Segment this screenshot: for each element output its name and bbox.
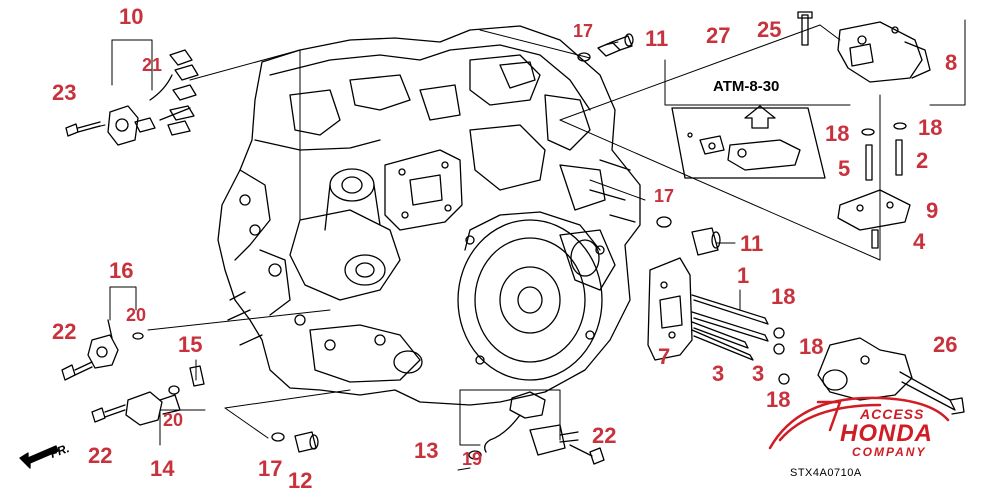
pressure-switch-top [577, 33, 634, 62]
callout-16: 16 [109, 258, 134, 283]
callout-27: 27 [706, 23, 731, 48]
callout-22-b: 22 [88, 443, 113, 468]
solenoid-8 [797, 11, 931, 83]
reference-label: ATM-8-30 [713, 78, 780, 95]
watermark-line-1: ACCESS [860, 406, 925, 422]
callout-12: 12 [288, 468, 313, 493]
callout-11-top: 11 [645, 26, 669, 51]
callout-17-top: 17 [573, 21, 594, 41]
callout-11-mid: 11 [740, 231, 764, 256]
watermark-line-2: HONDA [840, 420, 933, 447]
callout-18-c: 18 [771, 284, 796, 309]
callout-15: 15 [178, 332, 203, 357]
callout-22-a: 22 [52, 319, 77, 344]
solenoid-26 [817, 337, 965, 415]
callout-18-e: 18 [766, 387, 791, 412]
watermark-logo-icon [768, 396, 950, 450]
callout-20-b: 20 [163, 410, 184, 430]
sensor-harness-13 [468, 391, 605, 465]
callout-14: 14 [150, 456, 175, 481]
speed-sensor-16 [61, 319, 144, 381]
callout-2: 2 [916, 148, 929, 173]
cover-plate-7 [647, 257, 769, 361]
callout-4: 4 [913, 229, 926, 254]
callout-18-b: 18 [918, 115, 943, 140]
callout-20-a: 20 [126, 305, 147, 325]
callout-22-c: 22 [592, 423, 617, 448]
callout-3-b: 3 [752, 361, 765, 386]
callout-1: 1 [737, 263, 750, 288]
callout-9: 9 [926, 198, 939, 223]
callout-25: 25 [757, 17, 782, 42]
callout-10: 10 [119, 4, 144, 29]
callout-19: 19 [462, 449, 483, 469]
watermark-line-3: COMPANY [852, 445, 927, 459]
callout-7: 7 [658, 344, 671, 369]
bolt-23 [65, 121, 101, 137]
front-arrow-icon [19, 445, 59, 469]
reference-box [671, 105, 826, 179]
diagram-code: STX4A0710A [790, 467, 862, 479]
callout-21: 21 [142, 55, 163, 75]
callout-18-a: 18 [825, 121, 850, 146]
callout-8: 8 [945, 50, 958, 75]
callout-18-d: 18 [799, 334, 824, 359]
callout-13: 13 [414, 438, 439, 463]
speed-sensor-14 [91, 365, 205, 426]
callout-17-low: 17 [258, 456, 283, 481]
callout-3-a: 3 [712, 361, 725, 386]
transmission-housing [217, 25, 641, 406]
small-parts-right [837, 122, 911, 249]
pressure-switch-low [271, 431, 319, 453]
speed-sensor-assembly [107, 49, 199, 146]
callout-17-mid: 17 [654, 186, 675, 206]
callout-23: 23 [52, 80, 77, 105]
leader-lines [91, 19, 966, 471]
callout-5: 5 [838, 156, 851, 181]
pressure-switch-mid [656, 216, 721, 256]
o-rings-lower [773, 327, 790, 385]
callout-26: 26 [933, 332, 958, 357]
